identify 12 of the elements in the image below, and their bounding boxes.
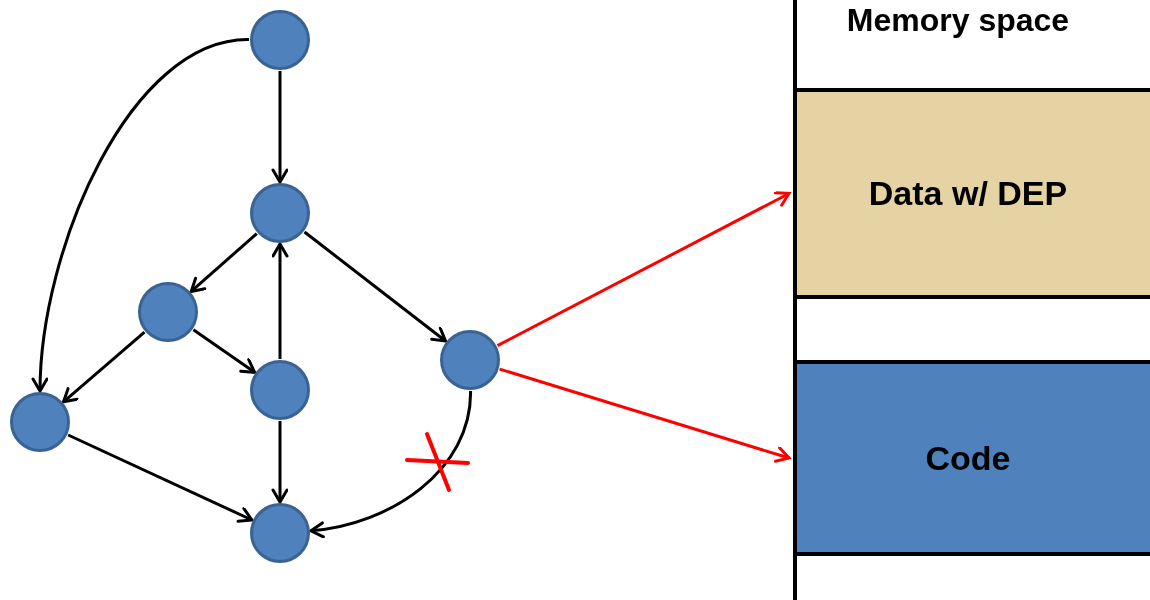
arrow	[189, 232, 258, 293]
arrow	[32, 38, 250, 393]
block-title: Memory space	[845, 4, 1071, 36]
arrow	[303, 230, 447, 343]
arrow	[192, 328, 257, 374]
memory-block	[793, 0, 1150, 600]
arrow	[62, 331, 146, 404]
arrow	[271, 421, 289, 504]
arrow	[309, 390, 473, 538]
arrow	[271, 242, 289, 359]
arrow	[499, 367, 791, 463]
arrow	[271, 71, 289, 184]
